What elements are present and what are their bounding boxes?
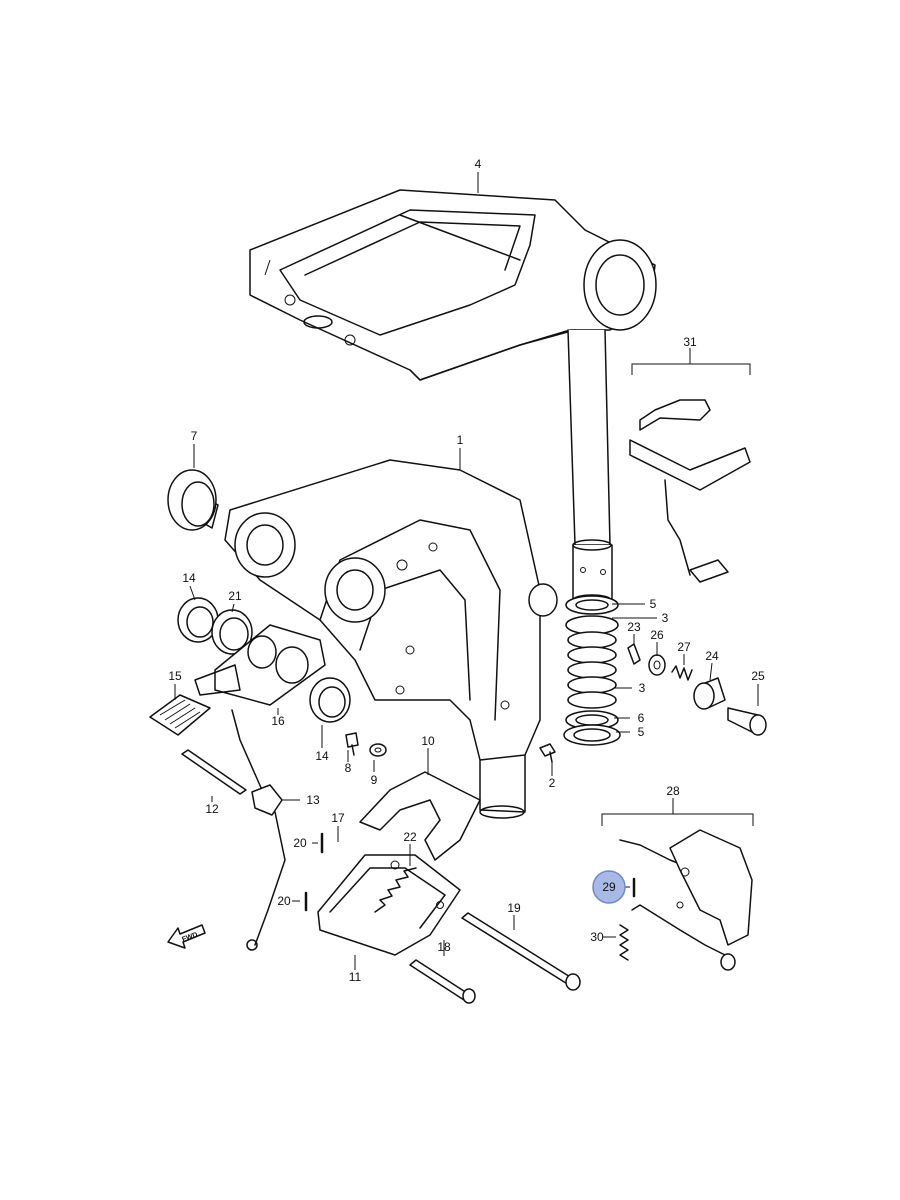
- callout-20-lower[interactable]: 20: [277, 894, 291, 908]
- part-13-lever: [231, 709, 286, 951]
- part-28-lock-lever-assembly: [619, 829, 753, 971]
- part-14-upper-bushing: [177, 597, 219, 643]
- part-27-spring: [671, 665, 693, 681]
- part-12-pin: [181, 749, 247, 795]
- callout-14-upper[interactable]: 14: [182, 571, 196, 585]
- callout-18[interactable]: 18: [437, 940, 451, 954]
- fwd-arrow-icon: FWD: [167, 924, 206, 949]
- callout-24[interactable]: 24: [705, 649, 719, 663]
- callout-10[interactable]: 10: [421, 734, 435, 748]
- callout-16[interactable]: 16: [271, 714, 285, 728]
- part-5-lower-washer: [563, 724, 621, 746]
- callout-31[interactable]: 31: [683, 335, 697, 349]
- group-bracket-28: [601, 798, 754, 826]
- callout-28[interactable]: 28: [666, 784, 680, 798]
- part-15-anode-pad: [149, 694, 211, 736]
- callout-29-highlight[interactable]: [592, 870, 626, 904]
- callout-13[interactable]: 13: [306, 793, 320, 807]
- part-3-bushing-stack: [565, 615, 619, 709]
- part-25-bolt: [727, 707, 767, 736]
- part-2-grease-fitting: [539, 743, 556, 763]
- callout-17[interactable]: 17: [331, 811, 345, 825]
- part-31-trim-sender-assembly: [629, 399, 751, 583]
- part-7-bushing: [167, 469, 219, 531]
- callout-15[interactable]: 15: [168, 669, 182, 683]
- part-19-pin: [461, 912, 581, 991]
- callout-9[interactable]: 9: [371, 773, 378, 787]
- part-5-upper-washer: [565, 595, 619, 615]
- callout-3-upper[interactable]: 3: [662, 611, 669, 625]
- callout-22[interactable]: 22: [403, 830, 417, 844]
- callout-30[interactable]: 30: [590, 930, 604, 944]
- part-11-bracket: [317, 854, 461, 956]
- part-16-plate: [194, 624, 326, 706]
- callout-20-upper[interactable]: 20: [293, 836, 307, 850]
- callout-11[interactable]: 11: [349, 970, 362, 984]
- callout-3-lower[interactable]: 3: [639, 681, 646, 695]
- part-24-knob: [693, 677, 726, 710]
- callout-21[interactable]: 21: [228, 589, 242, 603]
- callout-27[interactable]: 27: [677, 640, 691, 654]
- part-23-clip: [627, 643, 641, 665]
- group-bracket-31: [631, 348, 751, 375]
- part-21-ring: [211, 609, 253, 655]
- part-30-spring: [619, 924, 629, 961]
- part-26-washer: [648, 654, 666, 676]
- callout-2[interactable]: 2: [549, 776, 556, 790]
- callout-14-lower[interactable]: 14: [315, 749, 329, 763]
- part-14-lower-bushing: [309, 677, 351, 723]
- callout-19[interactable]: 19: [507, 901, 521, 915]
- callout-26[interactable]: 26: [650, 628, 664, 642]
- callout-29[interactable]: 29: [602, 880, 616, 894]
- callout-4[interactable]: 4: [475, 157, 482, 171]
- callout-12[interactable]: 12: [205, 802, 219, 816]
- part-22-spring: [374, 867, 417, 913]
- part-9-washer: [369, 743, 387, 757]
- callout-labels: 4 31 7 1 14 21 5 3 23 26 27 24 15 25 3 1…: [168, 157, 765, 984]
- leader-lines: [174, 172, 759, 970]
- callout-8[interactable]: 8: [345, 761, 352, 775]
- callout-23[interactable]: 23: [627, 620, 641, 634]
- part-10-plate: [359, 771, 481, 861]
- part-18-pin: [409, 959, 476, 1004]
- part-8-bolt: [345, 732, 359, 756]
- callout-25[interactable]: 25: [751, 669, 765, 683]
- callout-1[interactable]: 1: [457, 433, 464, 447]
- callout-6[interactable]: 6: [638, 711, 645, 725]
- part-1-swivel-bracket: [224, 459, 558, 819]
- callout-5-upper[interactable]: 5: [650, 597, 657, 611]
- callout-5-lower[interactable]: 5: [638, 725, 645, 739]
- steering-shaft: [567, 329, 613, 606]
- callout-7[interactable]: 7: [191, 429, 198, 443]
